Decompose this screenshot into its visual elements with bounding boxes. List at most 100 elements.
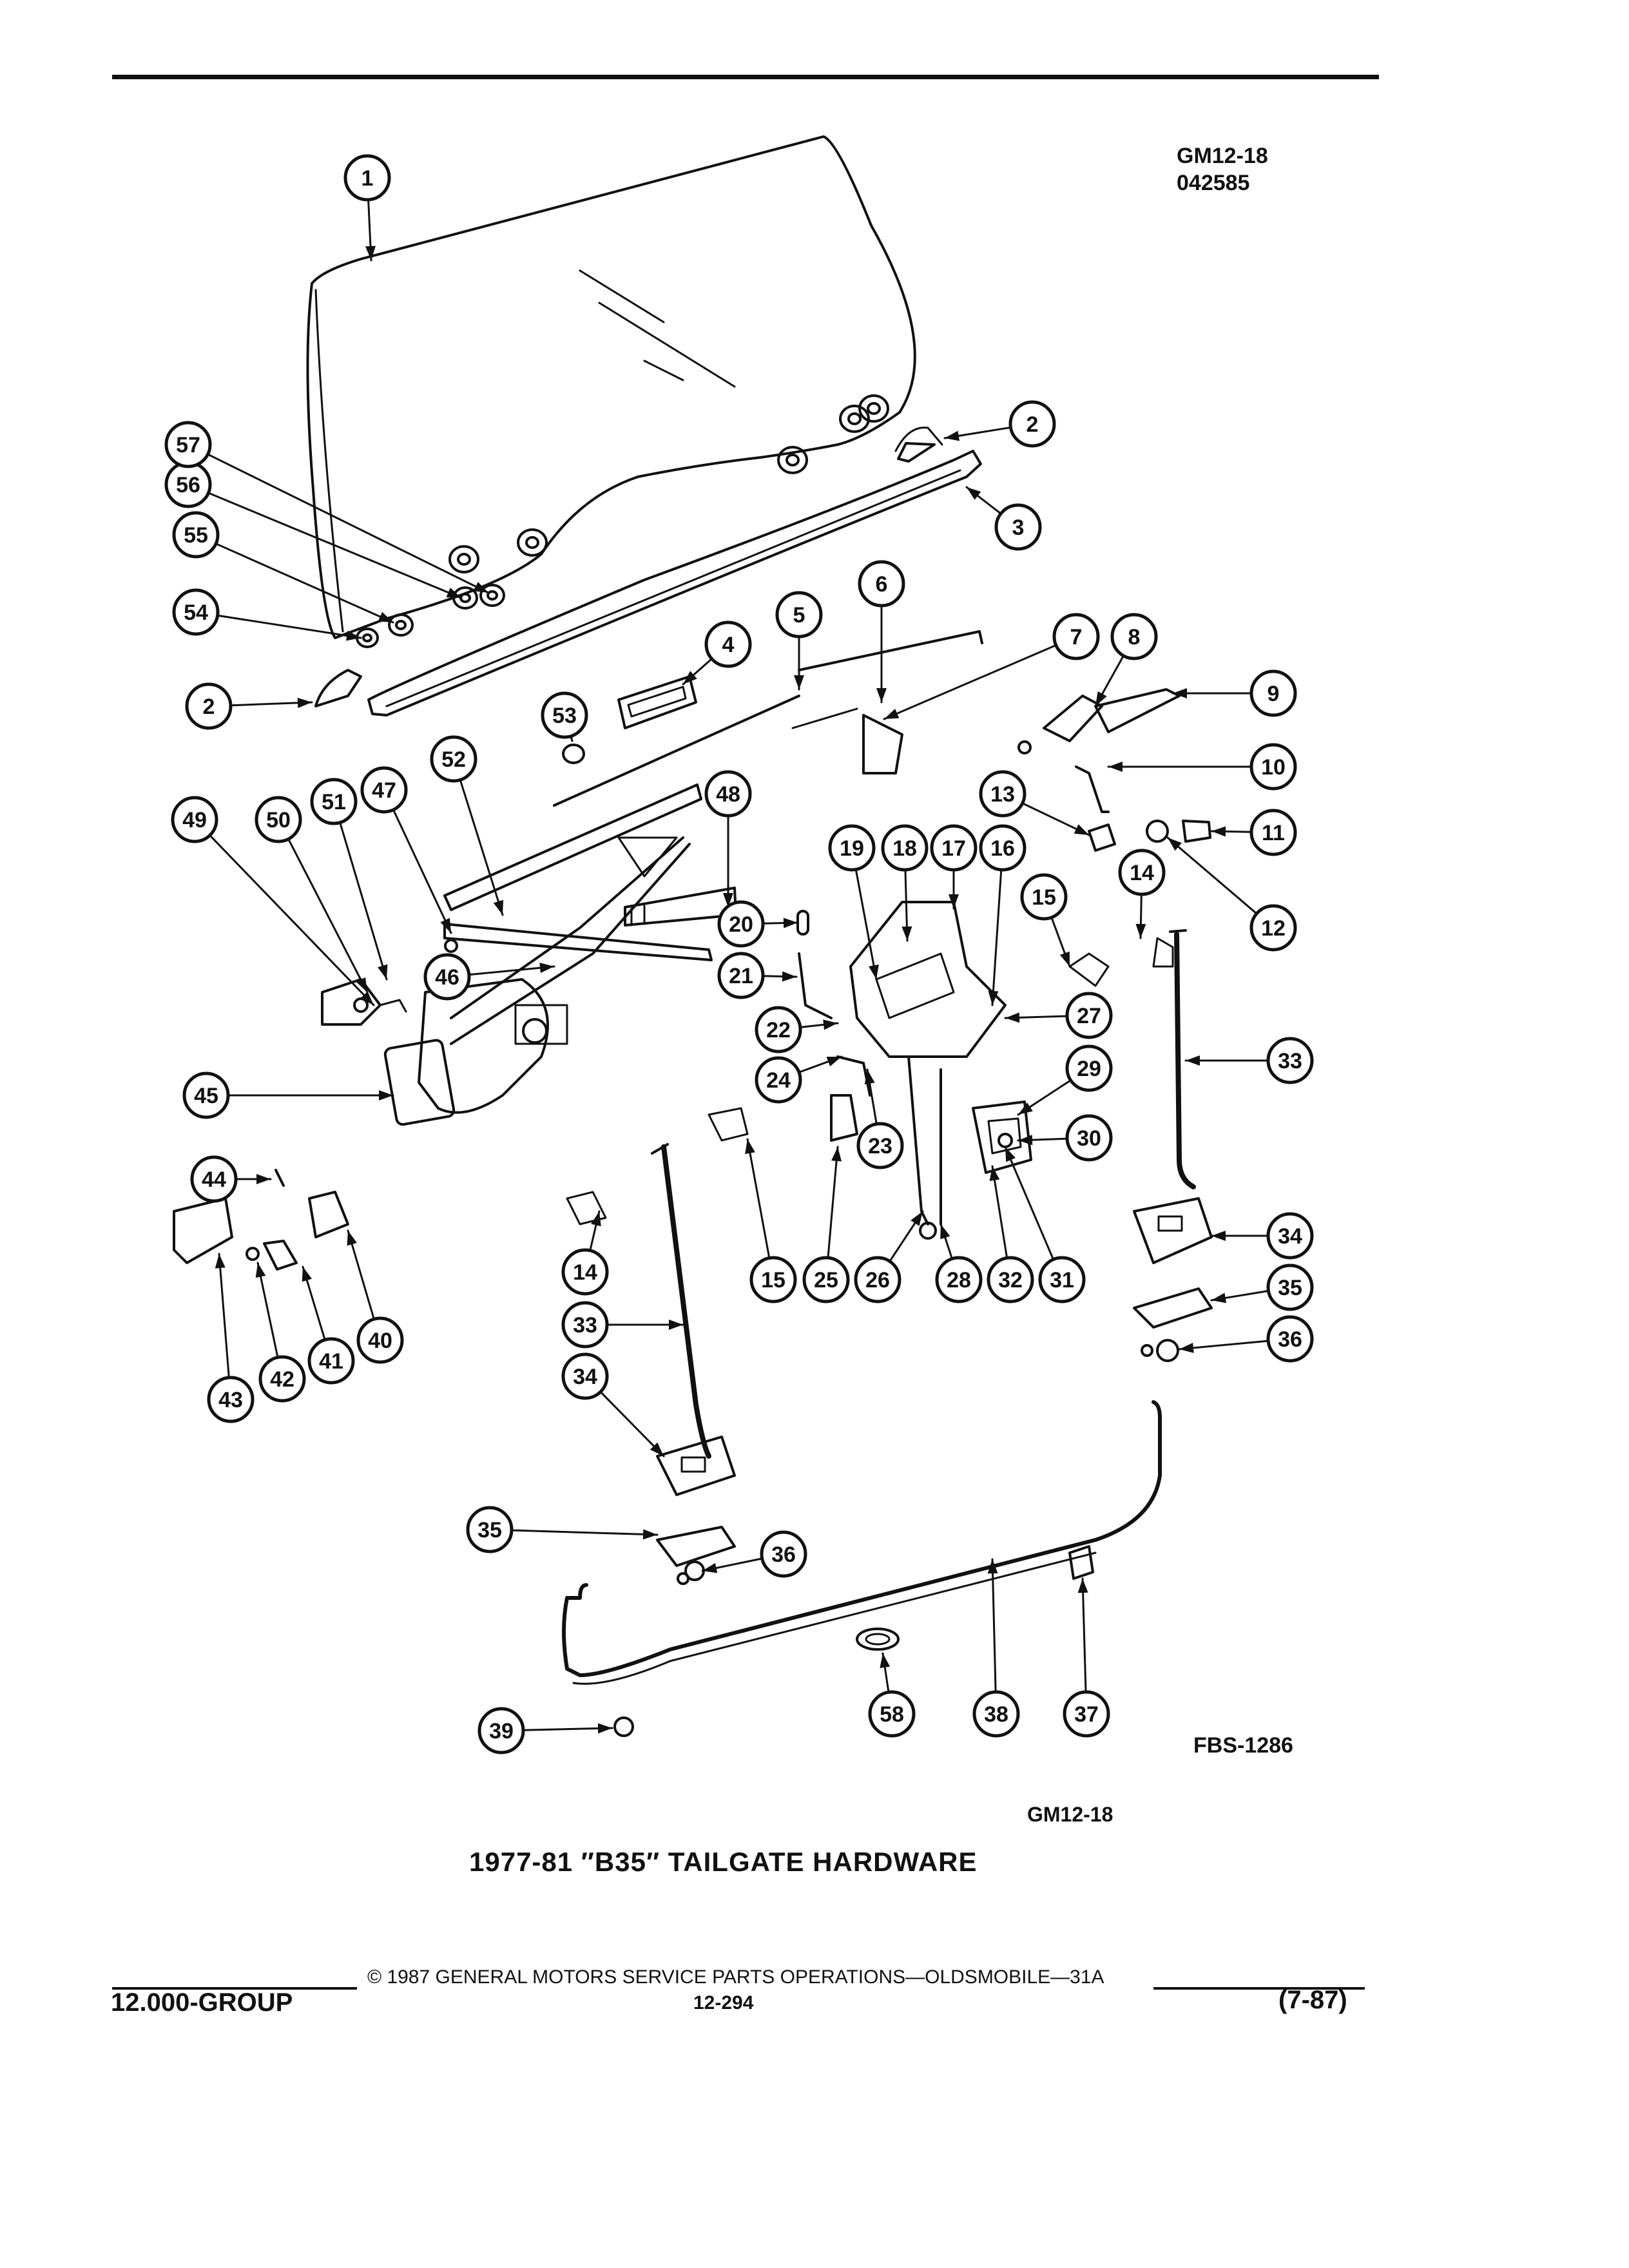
- callout-number-5: 5: [793, 603, 805, 628]
- callout-35: 35: [466, 1506, 514, 1553]
- callout-number-50: 50: [266, 808, 291, 832]
- callout-35: 35: [1266, 1264, 1314, 1311]
- callout-number-21: 21: [729, 964, 753, 988]
- callout-number-34: 34: [573, 1365, 597, 1389]
- callout-number-23: 23: [868, 1134, 892, 1158]
- callout-leader-46: [468, 965, 555, 976]
- callout-50: 50: [255, 796, 302, 843]
- window-regulator: [383, 836, 713, 1126]
- callout-arrowhead-35: [642, 1529, 657, 1540]
- callout-arrowhead-22: [823, 1019, 838, 1030]
- callout-arrowhead-9: [1173, 688, 1187, 698]
- handle-and-rods: [553, 630, 983, 807]
- callout-leader-52: [459, 778, 504, 916]
- callout-circle-1: [343, 154, 391, 202]
- callout-11: 11: [1249, 809, 1297, 856]
- callout-number-36: 36: [771, 1542, 796, 1567]
- callout-number-48: 48: [716, 782, 740, 807]
- callout-leader-39: [522, 1727, 613, 1731]
- callout-25: 25: [802, 1256, 850, 1303]
- callout-number-54: 54: [184, 601, 208, 625]
- callout-arrowhead-41: [302, 1267, 313, 1282]
- callout-arrowhead-3: [967, 487, 981, 500]
- callout-number-8: 8: [1128, 625, 1141, 649]
- callout-circle-18: [881, 824, 929, 872]
- callout-number-52: 52: [441, 747, 466, 772]
- footer-rule-right: [1153, 1987, 1365, 1990]
- callout-30: 30: [1065, 1114, 1113, 1162]
- page-number: 12-294: [693, 1992, 754, 2013]
- callout-arrowhead-14: [1135, 923, 1146, 938]
- lock-cylinder: [1075, 765, 1211, 852]
- callout-26: 26: [854, 1256, 901, 1303]
- callout-arrowhead-52: [493, 899, 504, 915]
- callout-circle-30: [1065, 1114, 1113, 1162]
- callout-circle-35: [466, 1506, 514, 1553]
- callout-number-14: 14: [573, 1260, 597, 1285]
- callout-number-10: 10: [1261, 755, 1286, 780]
- callout-arrowhead-2: [297, 697, 312, 708]
- callout-circle-24: [755, 1056, 802, 1104]
- callout-arrowhead-27: [1005, 1012, 1020, 1023]
- callout-13: 13: [979, 770, 1027, 818]
- callout-circle-38: [972, 1690, 1020, 1738]
- footer-rule-left: [112, 1987, 357, 1990]
- callout-circle-2: [185, 682, 233, 730]
- callout-circle-36: [1266, 1315, 1314, 1363]
- figure-code-2: 042585: [1177, 171, 1250, 195]
- callout-38: 38: [972, 1690, 1020, 1738]
- callout-leader-55: [215, 543, 394, 624]
- callout-circle-9: [1249, 669, 1297, 717]
- callout-arrowhead-51: [378, 964, 388, 979]
- callout-number-14: 14: [1130, 861, 1154, 885]
- callout-number-3: 3: [1012, 515, 1025, 540]
- support-cable-left: [566, 1107, 749, 1459]
- callout-33: 33: [1266, 1037, 1314, 1084]
- callout-arrowhead-5: [794, 675, 804, 689]
- callout-circle-46: [423, 953, 471, 1001]
- callout-arrowhead-37: [1077, 1579, 1088, 1593]
- callout-number-47: 47: [372, 778, 396, 803]
- callout-circle-4: [704, 620, 752, 668]
- callout-circle-16: [979, 824, 1027, 872]
- callout-leader-42: [256, 1262, 279, 1359]
- callout-circle-50: [255, 796, 302, 843]
- callout-arrowhead-54: [346, 630, 361, 641]
- callout-arrowhead-36: [1179, 1342, 1194, 1353]
- callout-number-55: 55: [184, 523, 208, 548]
- callout-arrowhead-24: [826, 1057, 842, 1067]
- callout-circle-20: [717, 900, 765, 948]
- callout-circle-55: [172, 511, 220, 559]
- top-rule: [112, 75, 1379, 79]
- callout-leader-50: [287, 838, 369, 994]
- callout-16: 16: [979, 824, 1027, 872]
- callout-arrowhead-15: [1059, 951, 1070, 966]
- diagram-title: 1977-81 ″B35″ TAILGATE HARDWARE: [469, 1847, 978, 1877]
- callout-arrowhead-18: [901, 926, 912, 941]
- callout-number-13: 13: [990, 782, 1015, 807]
- callout-leader-31: [1004, 1146, 1055, 1261]
- callout-number-27: 27: [1077, 1004, 1101, 1028]
- callout-number-20: 20: [729, 912, 753, 937]
- callout-circle-3: [994, 503, 1042, 551]
- callout-arrowhead-55: [378, 611, 393, 622]
- callout-leader-43: [218, 1253, 230, 1379]
- callout-10: 10: [1249, 743, 1297, 791]
- callout-leader-32: [991, 1165, 1008, 1259]
- callout-leaders: [206, 198, 1269, 1734]
- callout-circle-2: [1008, 400, 1056, 448]
- callout-circle-8: [1110, 613, 1158, 660]
- callout-leader-38: [991, 1558, 997, 1693]
- callout-4: 4: [704, 620, 752, 668]
- callout-33: 33: [561, 1301, 609, 1349]
- callout-29: 29: [1065, 1044, 1113, 1092]
- callout-number-51: 51: [322, 790, 346, 814]
- callout-number-36: 36: [1278, 1327, 1302, 1352]
- callout-number-26: 26: [865, 1268, 890, 1293]
- callout-number-11: 11: [1262, 821, 1285, 845]
- callout-arrowhead-40: [347, 1231, 357, 1246]
- callout-number-29: 29: [1077, 1057, 1101, 1081]
- callout-arrowhead-56: [446, 588, 461, 598]
- callout-circle-35: [1266, 1264, 1314, 1311]
